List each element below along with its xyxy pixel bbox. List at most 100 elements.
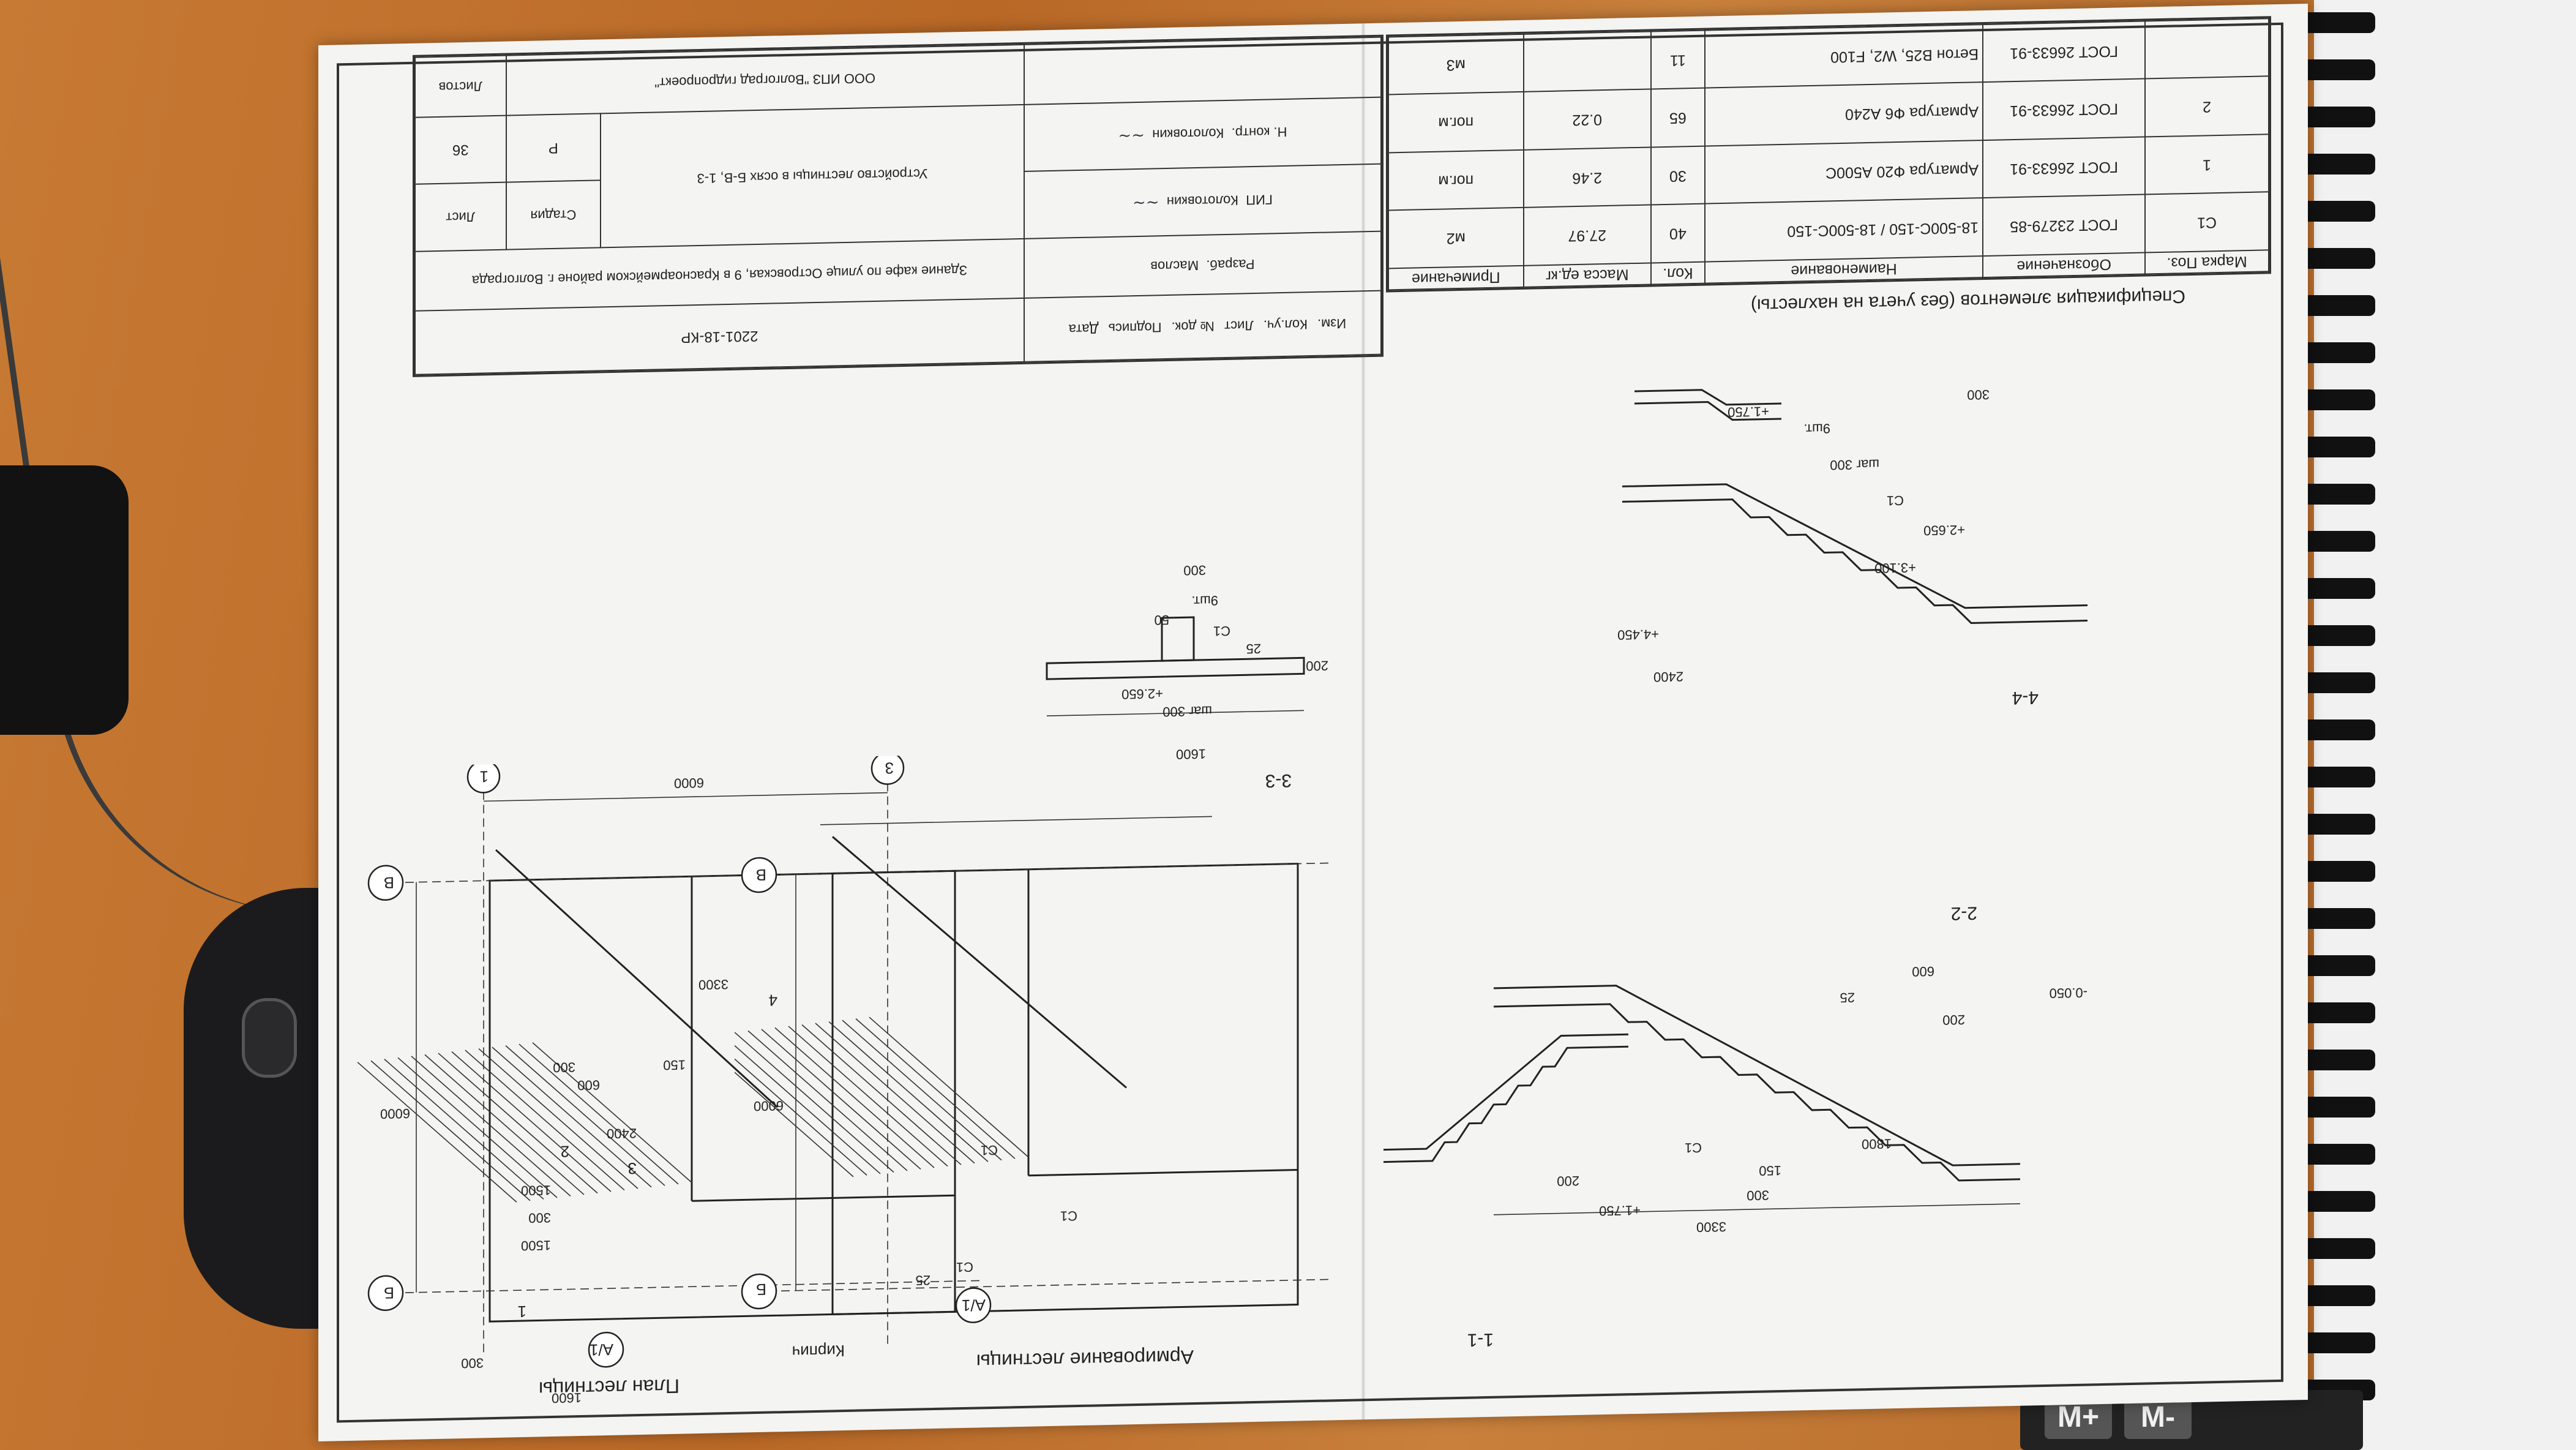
arm-axis-a1: А/1 [961, 1296, 986, 1315]
s22-dim-1800: 1800 [1862, 1136, 1892, 1152]
section-1-1-drawing [1383, 1033, 1628, 1163]
plan-axis-1: 1 [479, 767, 489, 786]
s22-dim-200: 200 [1942, 1012, 1965, 1028]
s44-c1: С1 [1886, 492, 1904, 509]
stair-tread [370, 1060, 531, 1201]
s44-level-1750: +1.750 [1728, 404, 1769, 420]
stamp-role-1: Разраб. [1206, 256, 1255, 273]
arm-c1-a: С1 [956, 1259, 973, 1275]
spec-cell: 18-500С-150 / 18-500С-150 [1705, 198, 1983, 262]
s22-dim-25: 25 [1840, 990, 1855, 1005]
stair-tread [735, 1033, 881, 1174]
stair-tread [519, 1043, 679, 1185]
change-header-cell: Подпись [1108, 320, 1162, 337]
arm-axis-v: В [755, 865, 766, 885]
s22-dim-3300: 3300 [1696, 1219, 1726, 1235]
s44-pcs9: 9шт. [1803, 421, 1830, 437]
s22-dim-200b: 200 [1557, 1173, 1579, 1189]
s33-level-2650: +2.650 [1121, 686, 1163, 702]
stamp-sheets-label: Листов [415, 55, 506, 118]
plan-dim-1600: 1600 [552, 1390, 582, 1407]
stair-tread [842, 1020, 1002, 1161]
stair-plan [357, 753, 979, 1368]
title-block: Изм.Кол.уч.Лист№ док.ПодписьДата 2201-18… [413, 34, 1383, 377]
spec-cell: Бетон В25, W2, F100 [1705, 24, 1983, 89]
spec-cell: 11 [1650, 30, 1705, 89]
arm-dim-250: 25 [915, 1272, 930, 1288]
stair-tread [747, 1030, 908, 1171]
stamp-blank [1024, 37, 1381, 105]
mouse-wheel [242, 998, 297, 1078]
plan-dim-300-c: 300 [553, 1059, 575, 1076]
arm-c1-b: С1 [1060, 1208, 1077, 1224]
s44-dim-2400: 2400 [1653, 669, 1683, 685]
spec-cell: ГОСТ 23279-85 [1983, 195, 2146, 257]
plan-dim-1500-a: 1500 [521, 1238, 551, 1254]
spec-header-cell: Марка Поз. [2145, 250, 2269, 274]
spec-cell: Арматура Ф20 А500С [1705, 140, 1983, 205]
stamp-stage: Р [506, 113, 601, 182]
flight-mark-2: 2 [560, 1142, 569, 1161]
s22-dim-300: 300 [1747, 1187, 1769, 1204]
stamp-company: ООО ИПЗ "Волгоград гидропроект" [506, 44, 1024, 116]
spec-cell: 27.97 [1523, 205, 1651, 266]
spec-header-cell: Обозначение [1983, 252, 2146, 278]
plan-dim-300: 300 [461, 1355, 484, 1372]
stamp-sheet: 36 [415, 115, 506, 184]
stamp-role-3: Н. контр. [1231, 124, 1287, 141]
s22-c1: С1 [1684, 1140, 1702, 1156]
section-2-2-label: 2-2 [1950, 903, 1977, 924]
stair-tread [735, 1032, 894, 1173]
spec-cell: 2.46 [1523, 147, 1651, 208]
section-4-4-label: 4-4 [2012, 687, 2039, 708]
change-header-cell: Кол.уч. [1263, 317, 1308, 333]
stamp-role-row-1: Разраб. Маслов [1024, 231, 1381, 299]
stamp-code: 2201-18-КР [415, 298, 1024, 375]
stamp-role-row-2: ГИП Колотовкин ~~ [1024, 163, 1381, 239]
spec-cell: пог.м [1388, 92, 1524, 153]
s44-level-3100: +3.100 [1874, 560, 1916, 576]
stair-tread [532, 1042, 692, 1183]
stair-tread [505, 1045, 665, 1186]
spec-cell: 30 [1650, 146, 1705, 205]
s44-level-4450: +4.450 [1617, 626, 1659, 643]
spec-cell [1523, 31, 1651, 92]
stair-armature-plan [735, 816, 1328, 1323]
spec-cell: Арматура Ф6 А240 [1705, 82, 1983, 146]
stair-tread [801, 1024, 962, 1165]
stair-tread [478, 1048, 638, 1189]
stair-tread [761, 1029, 921, 1170]
stamp-object: Здание кафе по улице Островская, 9 в Кра… [415, 238, 1024, 312]
stamp-role-row-3: Н. контр. Колотовкин ~~ [1024, 97, 1381, 172]
section-2-2-drawing [1494, 985, 2020, 1215]
plan-axis-b: Б [383, 1283, 394, 1302]
arm-dim-6000: 6000 [754, 1098, 784, 1114]
s33-dim-200: 200 [1306, 658, 1328, 674]
stair-tread [424, 1054, 585, 1195]
spec-cell: 0.22 [1523, 89, 1651, 150]
stair-tread [735, 1035, 867, 1176]
spec-cell: ГОСТ 26633-91 [1983, 137, 2146, 198]
plan-axis-3: 3 [885, 759, 894, 778]
spec-cell [2145, 18, 2269, 80]
plan-dim-1500-b: 1500 [521, 1182, 551, 1199]
spec-cell: пог.м [1388, 149, 1524, 211]
plan-dim-2400: 2400 [607, 1125, 637, 1142]
plan-dim-6000-v: 6000 [380, 1105, 410, 1122]
stair-tread [815, 1023, 975, 1164]
stamp-subject: Устройство лестницы в осях Б-В, 1-3 [601, 104, 1024, 248]
plan-dim-300-b: 300 [528, 1210, 551, 1226]
spec-cell: ГОСТ 26633-91 [1983, 21, 2146, 83]
signature-gip: ~~ [1133, 193, 1159, 212]
s33-dim-1600: 1600 [1176, 746, 1206, 762]
desk-device [0, 465, 129, 735]
drawing-sheet: План лестницы Армирование лестницы 1-1 2… [318, 3, 2308, 1442]
flight-mark-1: 1 [517, 1302, 526, 1321]
plan-dim-600: 600 [577, 1077, 600, 1094]
stamp-stage-label: Стадия [506, 180, 601, 250]
stair-tread [397, 1057, 558, 1198]
stamp-role-2: ГИП [1246, 192, 1273, 208]
change-headers: Изм.Кол.уч.Лист№ док.ПодписьДата [1024, 291, 1381, 362]
section-3-3-drawing [1046, 616, 1305, 716]
